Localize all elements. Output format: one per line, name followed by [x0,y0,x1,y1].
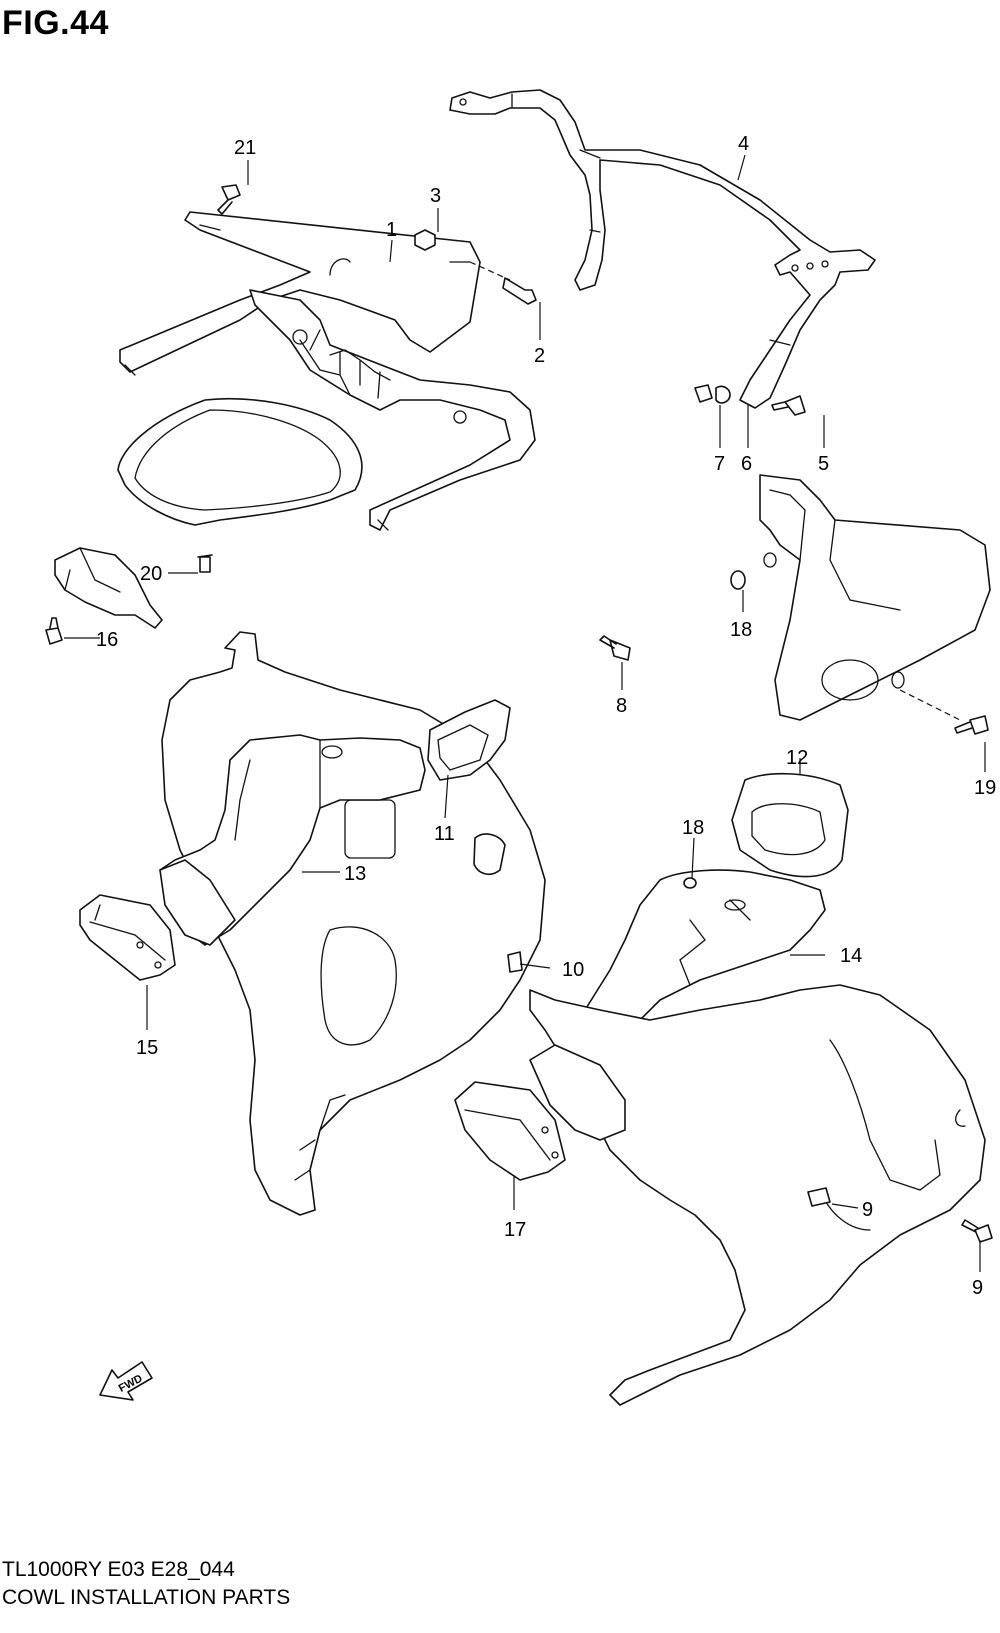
part-16-cover [454,1044,626,1181]
callout-4: 4 [738,133,749,155]
part-21-bracket [54,547,213,629]
part-20-bolt [217,184,241,215]
part-10-clip [507,951,523,973]
callout-18-mid: 18 [682,817,704,839]
part-19-side-panel [759,474,991,735]
part-1-cowl-bracket [119,211,536,531]
part-12-duct-end [731,772,849,878]
callout-14: 14 [840,945,862,967]
figure-title: FIG.44 [2,4,109,42]
figure-caption: COWL INSTALLATION PARTS [2,1586,291,1609]
callout-8: 9 [862,1199,873,1221]
callout-numbers: 21 3 1 2 4 7 6 5 20 16 18 8 19 12 18 11 … [96,133,996,1299]
callout-18-top: 18 [730,619,752,641]
part-18-washer-b [683,877,697,889]
callout-7: 7 [714,453,725,475]
callout-9-bottom: 9 [972,1277,983,1299]
part-18-washer [730,570,746,590]
callout-5: 5 [818,453,829,475]
callout-9-mid: 8 [616,695,627,717]
part-13-duct [159,734,426,946]
callout-15: 15 [136,1037,158,1059]
callout-1: 1 [386,219,397,241]
part-3-nut [414,229,436,251]
callout-13: 13 [344,863,366,885]
leader-lines [64,154,986,1272]
part-8-right-inner-cowl [529,984,986,1406]
callout-19: 19 [974,777,996,799]
part-15-cover [79,894,176,981]
part-4-brace [449,89,876,409]
model-code: TL1000RY E03 E28_044 [2,1558,235,1581]
parts-5-6-7-hardware [694,384,806,416]
part-17-bolt [45,617,63,645]
callout-10: 10 [562,959,584,981]
fwd-direction-badge: FWD [99,1361,153,1401]
callout-17: 16 [96,629,118,651]
callout-12: 12 [786,747,808,769]
figure-footer: TL1000RY E03 E28_044 COWL INSTALLATION P… [2,1556,290,1612]
meter-panel-cover [117,397,363,526]
callout-21: 20 [140,563,162,585]
callout-16: 17 [504,1219,526,1241]
callout-2: 2 [534,345,545,367]
part-9-screw-b [961,1219,993,1243]
callout-6: 6 [741,453,752,475]
callout-11: 11 [434,823,455,845]
part-11-duct-end [427,699,511,781]
part-9-screw-a [599,635,631,661]
callout-20: 21 [234,137,256,159]
part-2-bolt [469,261,537,305]
callout-3: 3 [430,185,441,207]
